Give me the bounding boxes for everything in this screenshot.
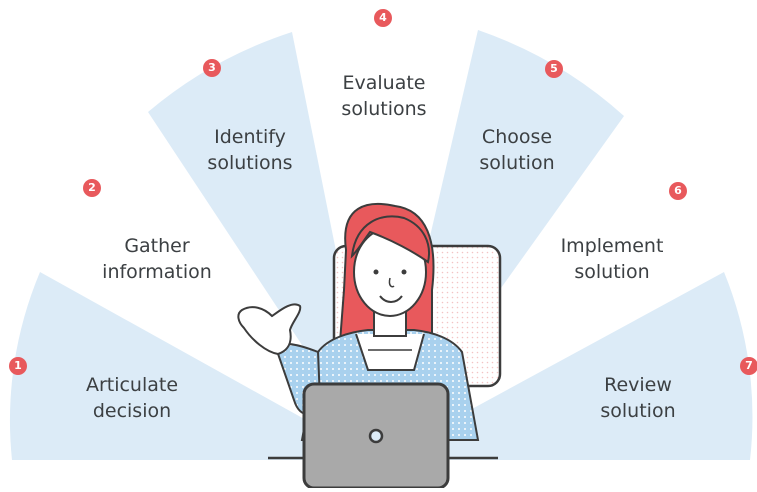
step-4-badge: 4 [374, 9, 392, 27]
step-5-badge: 5 [545, 60, 563, 78]
step-4-label: Evaluate solutions [341, 70, 426, 122]
step-3-line2: solutions [207, 152, 293, 174]
step-7-line1: Review [604, 374, 672, 396]
step-2-line2: information [102, 261, 212, 283]
step-3-badge: 3 [203, 59, 221, 77]
step-6-label: Implement solution [561, 233, 664, 285]
step-2-badge: 2 [83, 179, 101, 197]
waving-hand [237, 303, 302, 356]
step-2-line1: Gather [124, 235, 190, 257]
step-5-label: Choose solution [479, 124, 554, 176]
step-1-badge: 1 [9, 357, 27, 375]
face [350, 215, 430, 317]
step-1-line2: decision [92, 400, 172, 422]
step-7-label: Review solution [600, 372, 675, 424]
step-3-label: Identify solutions [207, 124, 292, 176]
step-4-line2: solutions [341, 98, 427, 120]
step-6-badge: 6 [669, 182, 687, 200]
wedge-articulate-decision [9, 272, 379, 460]
step-1-label: Articulate decision [86, 372, 178, 424]
step-6-line2: solution [574, 261, 650, 283]
step-5-line2: solution [479, 152, 555, 174]
step-7-line2: solution [600, 400, 676, 422]
laptop [302, 382, 450, 490]
step-2-label: Gather information [102, 233, 212, 285]
step-1-line1: Articulate [85, 374, 179, 396]
step-5-line1: Choose [481, 126, 553, 148]
step-3-line1: Identify [214, 126, 286, 148]
step-4-line1: Evaluate [342, 72, 426, 94]
step-6-line1: Implement [560, 235, 664, 257]
step-7-badge: 7 [740, 357, 757, 375]
